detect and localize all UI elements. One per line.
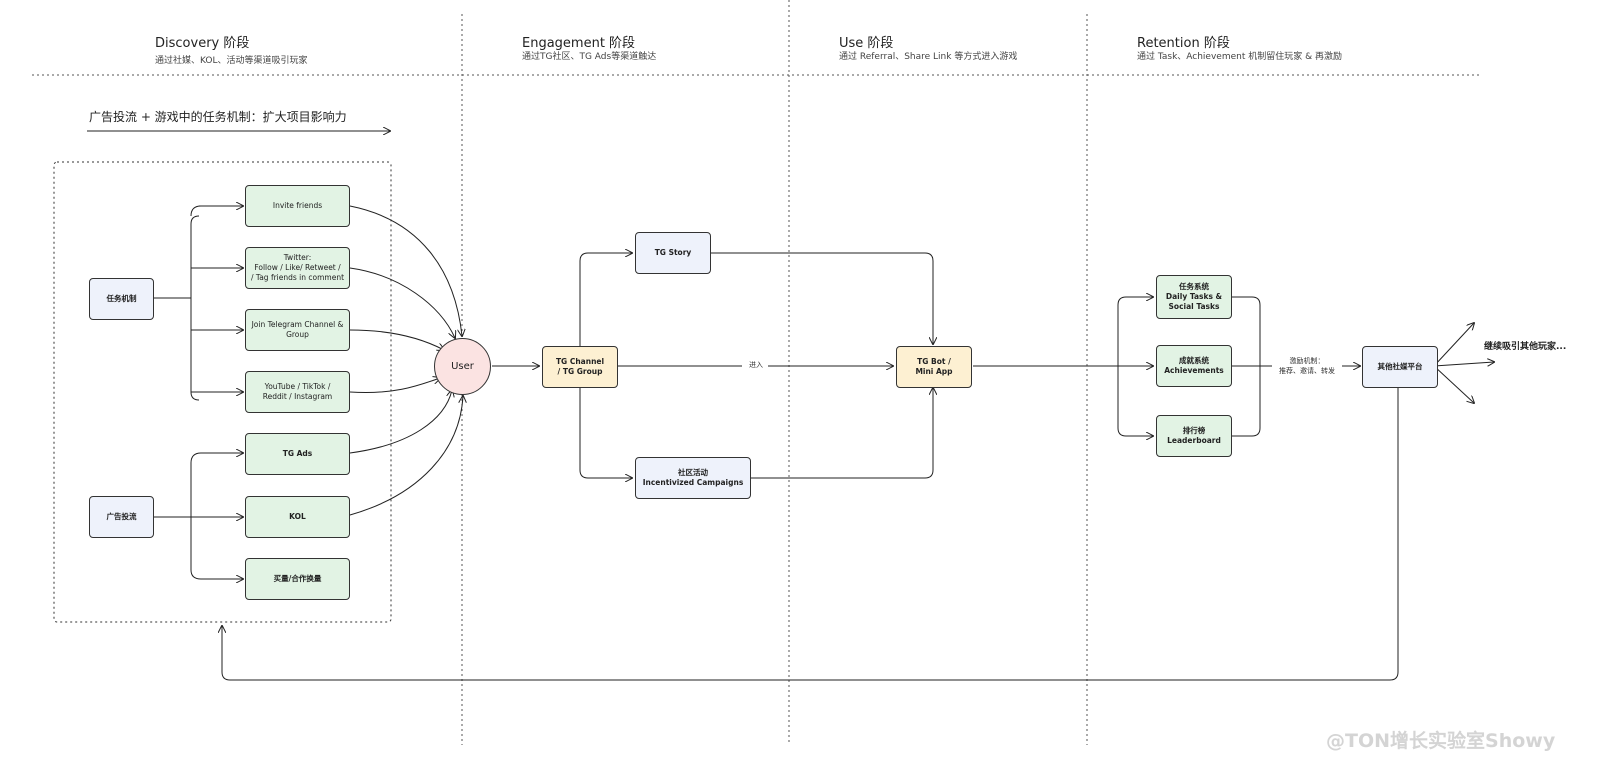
curve-kol [349,396,463,516]
node-youtube: YouTube / TikTok / Reddit / Instagram [245,371,350,413]
node-tg-channel: TG Channel / TG Group [542,346,618,388]
arrow-loop-back [222,388,1399,681]
node-campaigns: 社区活动 Incentivized Campaigns [635,457,751,499]
label-outcome: 继续吸引其他玩家... [1484,342,1567,352]
arrow-out-down [1433,365,1474,403]
node-invite-friends: Invite friends [245,185,350,227]
arrow-channel-story [579,253,632,346]
node-kol: KOL [245,496,350,538]
arrow-campaigns-bot [751,388,933,479]
discovery-container [53,161,392,623]
stage-title-engagement: Engagement 阶段 [522,36,636,51]
stage-title-retention: Retention 阶段 [1137,36,1230,51]
stage-title-use: Use 阶段 [839,36,894,51]
curve-telegram [349,329,444,350]
stage-subtitle-engagement: 通过TG社区、TG Ads等渠道触达 [522,52,657,62]
node-leaderboard: 排行榜 Leaderboard [1156,415,1232,457]
stage-subtitle-use: 通过 Referral、Share Link 等方式进入游戏 [839,52,1018,62]
curve-invite [349,205,462,336]
arrow-story-bot [710,252,933,344]
bracket-ads [154,452,202,580]
node-task-mechanism: 任务机制 [89,278,154,320]
arrow-channel-campaigns [579,386,632,478]
node-achievements: 成就系统 Achievements [1156,345,1232,387]
node-tg-bot: TG Bot / Mini App [896,346,972,388]
node-tg-story: TG Story [635,232,711,274]
node-ad-placement: 广告投流 [89,496,154,538]
node-tg-ads: TG Ads [245,433,350,475]
node-buy-traffic: 买量/合作换量 [245,558,350,600]
stage-subtitle-discovery: 通过社媒、KOL、活动等渠道吸引玩家 [155,56,308,66]
stage-title-discovery: Discovery 阶段 [155,36,250,51]
curve-twitter [349,267,455,338]
label-enter: 进入 [749,361,763,369]
label-incentive: 激励机制： 推荐、邀请、转发 [1279,357,1335,375]
node-user: User [434,338,491,395]
stage-subtitle-retention: 通过 Task、Achievement 机制留住玩家 & 再激励 [1137,52,1342,62]
curve-tgads [349,390,452,454]
node-telegram-join: Join Telegram Channel & Group [245,309,350,351]
arrow-out-up [1433,323,1474,367]
arrow-out-mid [1433,362,1494,367]
curve-youtube [349,378,440,394]
bracket-task [154,215,200,401]
watermark: @TON增长实验室Showy [1326,730,1556,752]
node-other-platforms: 其他社媒平台 [1362,346,1438,388]
banner-text: 广告投流 + 游戏中的任务机制：扩大项目影响力 [89,110,347,124]
node-task-system: 任务系统 Daily Tasks & Social Tasks [1156,275,1232,319]
node-twitter: Twitter: Follow / Like/ Retweet / / Tag … [245,247,350,289]
